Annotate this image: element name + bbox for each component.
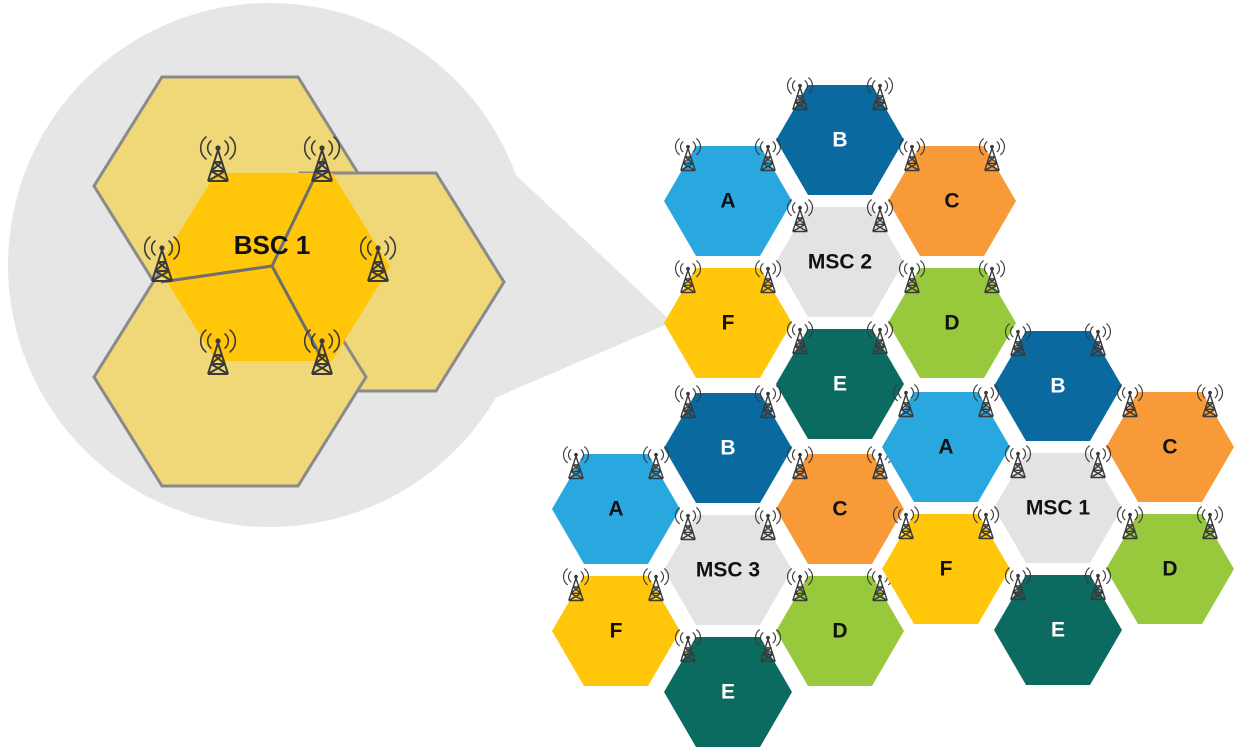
cell-f-label: F [722,312,735,335]
cell-c-hexagon [776,454,904,564]
cell-c-hexagon [1106,392,1234,502]
cell-b-label: B [720,437,735,460]
cell-f-label: F [610,620,623,643]
cell-d-label: D [944,312,959,335]
cell-d-hexagon [1106,514,1234,624]
cell-a-label: A [720,190,735,213]
cell-e-hexagon [664,637,792,747]
cell-msc-3-label: MSC 3 [696,559,760,582]
cell-a-label: A [608,498,623,521]
cell-e-hexagon [994,575,1122,685]
cell-a-hexagon [882,392,1010,502]
cell-f-label: F [940,558,953,581]
cell-e-label: E [721,681,735,704]
zoom-callout-pointer [490,160,672,400]
bsc-zoom-bubble: BSC 1 [8,3,672,527]
cell-msc-2-label: MSC 2 [808,251,872,274]
cell-b-hexagon [664,393,792,503]
cell-msc-1-hexagon [994,453,1122,563]
cell-b-label: B [1050,375,1065,398]
cell-c-label: C [944,190,959,213]
cell-msc-2-hexagon [776,207,904,317]
cell-f-hexagon [882,514,1010,624]
cell-d-hexagon [776,576,904,686]
cell-e-label: E [833,373,847,396]
cell-c-label: C [1162,436,1177,459]
cell-d-label: D [832,620,847,643]
cell-b-hexagon [994,331,1122,441]
cluster-msc-1: B A C MSC 1 F D E [882,323,1234,685]
cell-msc-3-hexagon [664,515,792,625]
bsc-label: BSC 1 [234,230,311,260]
cell-e-label: E [1051,619,1065,642]
cell-d-hexagon [888,268,1016,378]
cell-c-label: C [832,498,847,521]
cell-b-hexagon [776,85,904,195]
cell-b-label: B [832,129,847,152]
cell-a-hexagon [664,146,792,256]
cell-a-label: A [938,436,953,459]
hex-cell-network: B A C MSC 2 F D E B A C MSC 3 F D E B A C MSC 1 F D E [552,77,1234,747]
cell-msc-1-label: MSC 1 [1026,497,1091,520]
cell-c-hexagon [888,146,1016,256]
cell-f-hexagon [664,268,792,378]
cell-f-hexagon [552,576,680,686]
cell-d-label: D [1162,558,1177,581]
cluster-msc-3: B A C MSC 3 F D E [552,385,904,747]
cell-a-hexagon [552,454,680,564]
cluster-msc-2: B A C MSC 2 F D E [664,77,1016,439]
cell-e-hexagon [776,329,904,439]
